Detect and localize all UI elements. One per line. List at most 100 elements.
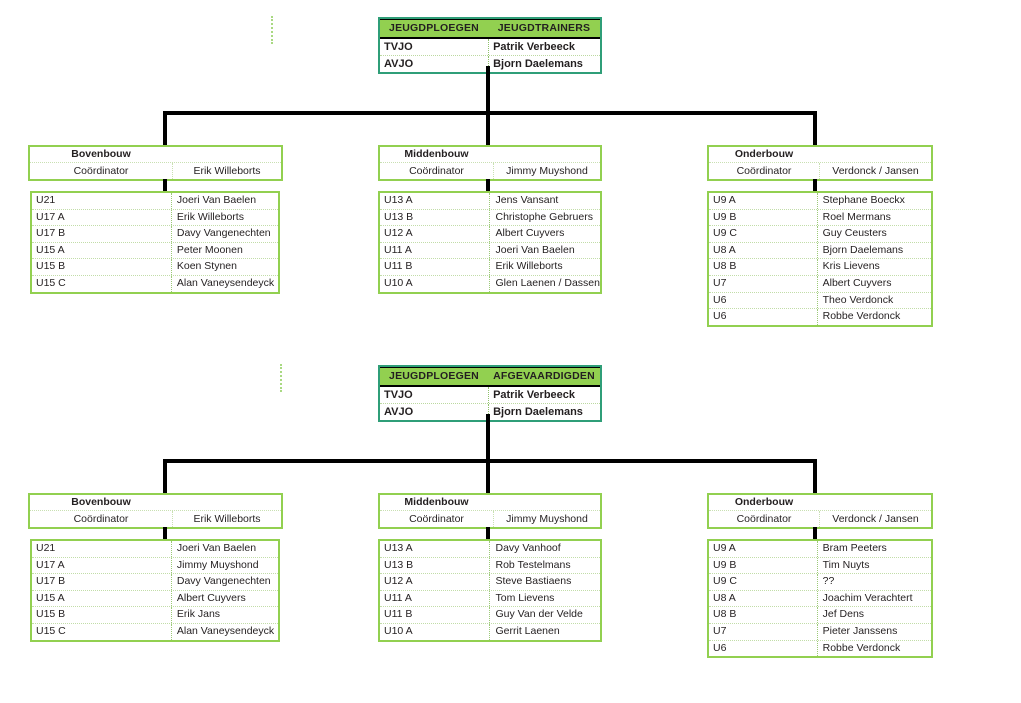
team-person: Davy Vangenechten	[170, 574, 278, 590]
group-title: Middenbouw	[404, 496, 469, 508]
connector-horizontal-bar	[163, 111, 817, 115]
root-role-label: TVJO	[384, 41, 413, 53]
team-row: U6 Robbe Verdonck	[709, 640, 931, 657]
team-name: U17 A	[36, 558, 65, 571]
team-name: U10 A	[384, 276, 413, 289]
team-row: U13 A Jens Vansant	[380, 193, 600, 210]
team-person: Peter Moonen	[170, 242, 278, 259]
root-header-cell: AFGEVAARDIGDEN	[493, 370, 595, 382]
team-person: Theo Verdonck	[816, 292, 931, 309]
root-data-row: AVJO Bjorn Daelemans	[380, 404, 600, 420]
team-person: Tim Nuyts	[816, 557, 931, 574]
team-name: U9 C	[713, 575, 737, 588]
team-person: Bram Peeters	[816, 541, 931, 557]
team-name: U17 B	[36, 575, 66, 588]
team-person: Erik Jans	[170, 607, 278, 623]
team-person: Guy Ceusters	[816, 226, 931, 242]
coordinator-label: Coördinator	[73, 165, 129, 177]
team-row: U17 B Davy Vangenechten	[32, 574, 278, 591]
team-name: U8 B	[713, 260, 737, 273]
connector-trunk-vertical	[486, 66, 490, 145]
team-name: U9 A	[713, 542, 736, 554]
team-name: U6	[713, 641, 727, 654]
connector-drop-left	[163, 459, 167, 493]
team-name: U8 A	[713, 591, 736, 604]
root-role-person: Patrik Verbeeck	[488, 39, 600, 55]
team-person: Joachim Verachtert	[816, 590, 931, 607]
team-person: Joeri Van Baelen	[489, 242, 600, 259]
team-person: Davy Vangenechten	[170, 226, 278, 242]
root-role-label: AVJO	[384, 406, 414, 418]
team-name: U12 A	[384, 575, 413, 588]
team-name: U11 B	[384, 608, 413, 621]
coordinator-person: Verdonck / Jansen	[819, 163, 931, 179]
connector-group-link-2	[813, 527, 817, 541]
team-name: U13 A	[384, 194, 413, 206]
root-role-person: Bjorn Daelemans	[488, 56, 600, 72]
team-name: U9 A	[713, 194, 736, 206]
team-row: U8 B Kris Lievens	[709, 259, 931, 276]
team-person: Jimmy Muyshond	[170, 557, 278, 574]
team-person: Jens Vansant	[489, 193, 600, 209]
team-name: U15 A	[36, 591, 65, 604]
team-person: Roel Mermans	[816, 209, 931, 226]
team-person: Pieter Janssens	[816, 623, 931, 640]
group-title: Middenbouw	[404, 148, 469, 160]
group-title: Bovenbouw	[71, 496, 131, 508]
team-name: U15 C	[36, 276, 66, 289]
team-person: Davy Vanhoof	[489, 541, 600, 557]
team-row: U15 B Erik Jans	[32, 607, 278, 624]
connector-group-link-1	[486, 527, 490, 541]
team-person: Steve Bastiaens	[489, 574, 600, 590]
team-person: Christophe Gebruers	[489, 209, 600, 226]
group-title-row: Onderbouw	[709, 495, 931, 511]
team-person: Robbe Verdonck	[816, 640, 931, 657]
team-row: U13 A Davy Vanhoof	[380, 541, 600, 558]
team-name: U13 A	[384, 542, 413, 554]
coordinator-label: Coördinator	[409, 513, 464, 525]
root-role-person: Bjorn Daelemans	[488, 404, 600, 420]
connector-group-link-0	[163, 179, 167, 193]
team-name: U21	[36, 194, 56, 206]
team-person: Guy Van der Velde	[489, 607, 600, 623]
team-name: U11 B	[384, 260, 413, 273]
team-name: U9 B	[713, 558, 737, 571]
team-name: U9 B	[713, 210, 737, 223]
team-name: U6	[713, 310, 727, 323]
team-row: U9 B Roel Mermans	[709, 209, 931, 227]
team-name: U8 A	[713, 243, 736, 256]
team-person: Joeri Van Baelen	[170, 541, 278, 557]
group-title: Bovenbouw	[71, 148, 131, 160]
team-person: Kris Lievens	[816, 259, 931, 275]
team-row: U15 A Albert Cuyvers	[32, 590, 278, 608]
group-title: Onderbouw	[734, 496, 794, 508]
team-name: U15 B	[36, 260, 66, 273]
team-row: U11 B Guy Van der Velde	[380, 607, 600, 624]
team-person: Albert Cuyvers	[170, 590, 278, 607]
team-name: U10 A	[384, 624, 413, 637]
team-name: U15 B	[36, 608, 66, 621]
connector-trunk-vertical	[486, 414, 490, 493]
team-row: U8 A Joachim Verachtert	[709, 590, 931, 608]
connector-drop-right	[813, 459, 817, 493]
team-name: U8 B	[713, 608, 737, 621]
